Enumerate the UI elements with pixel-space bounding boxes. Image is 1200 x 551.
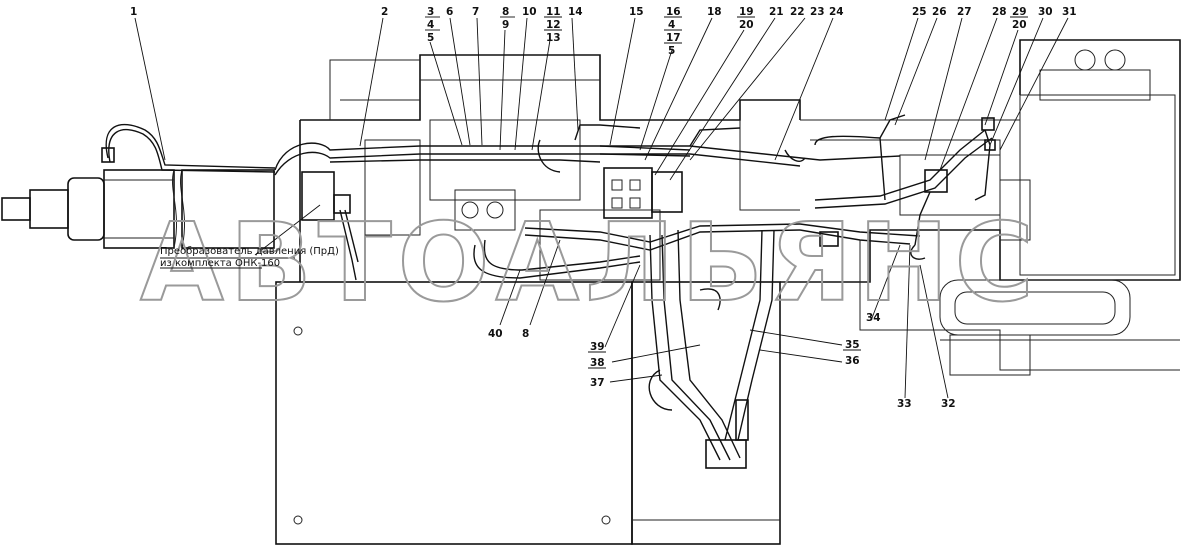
- note-line-2: из комплекта ОНК-160: [160, 258, 280, 269]
- callout-34: 34: [866, 312, 881, 324]
- callout-1: 1: [130, 6, 137, 18]
- callout-9: 9: [502, 19, 509, 31]
- callout-17: 17: [666, 32, 681, 44]
- frame-outlines: [275, 39, 1181, 545]
- callout-23: 23: [810, 6, 825, 18]
- watermark-text: АВТОАЛЬЯНС: [140, 201, 1040, 326]
- callout-32: 32: [941, 398, 956, 410]
- callout-7: 7: [472, 6, 479, 18]
- callout-35: 35: [845, 339, 860, 351]
- callout-10: 10: [522, 6, 537, 18]
- callout-33: 33: [897, 398, 912, 410]
- callout-18: 18: [707, 6, 722, 18]
- callout-5b: 5: [668, 45, 675, 57]
- leader-lines: [134, 17, 1069, 399]
- callout-39: 39: [590, 341, 605, 353]
- callout-37: 37: [590, 377, 605, 389]
- callouts-bottom: 40 8 39 38 37 35 36 34 33 32: [488, 312, 956, 410]
- note-line-1: Преобразователь давления (ПрД): [160, 246, 339, 257]
- callout-14: 14: [568, 6, 583, 18]
- hydraulic-cylinder: [1, 169, 275, 249]
- callout-21: 21: [769, 6, 784, 18]
- lower-panel-right: [631, 281, 781, 545]
- callout-26: 26: [932, 6, 947, 18]
- callout-27: 27: [957, 6, 972, 18]
- lower-pipe-40: [473, 244, 641, 279]
- bottom-manifold: [705, 439, 747, 469]
- callout-20b: 20: [1012, 19, 1027, 31]
- callout-6: 6: [446, 6, 453, 18]
- callout-8: 8: [502, 6, 509, 18]
- callout-24: 24: [829, 6, 844, 18]
- callout-22: 22: [790, 6, 805, 18]
- callout-12: 12: [546, 19, 561, 31]
- callout-15: 15: [629, 6, 644, 18]
- callout-31: 31: [1062, 6, 1077, 18]
- callout-20: 20: [739, 19, 754, 31]
- callout-25: 25: [912, 6, 927, 18]
- callout-3: 3: [427, 6, 434, 18]
- callout-30: 30: [1038, 6, 1053, 18]
- callout-29: 29: [1012, 6, 1027, 18]
- main-line-upper: [274, 142, 691, 171]
- callout-36: 36: [845, 355, 860, 367]
- callout-4b: 4: [668, 19, 675, 31]
- callout-28: 28: [992, 6, 1007, 18]
- callouts-top: 1 2 3 4 5 6 7 8 9 10 11 12 13 14 15 16 4…: [130, 6, 1077, 57]
- down-line-37: [649, 234, 721, 461]
- callout-38: 38: [590, 357, 605, 369]
- hydraulic-lines: [101, 114, 996, 469]
- callout-16: 16: [666, 6, 681, 18]
- callout-11: 11: [546, 6, 561, 18]
- callout-4: 4: [427, 19, 434, 31]
- callout-40: 40: [488, 328, 503, 340]
- callout-19: 19: [739, 6, 754, 18]
- hose-1: [105, 123, 276, 169]
- callout-5: 5: [427, 32, 434, 44]
- callout-13: 13: [546, 32, 561, 44]
- upper-body-outline: [299, 54, 801, 282]
- callout-2: 2: [381, 6, 388, 18]
- callout-8b: 8: [522, 328, 529, 340]
